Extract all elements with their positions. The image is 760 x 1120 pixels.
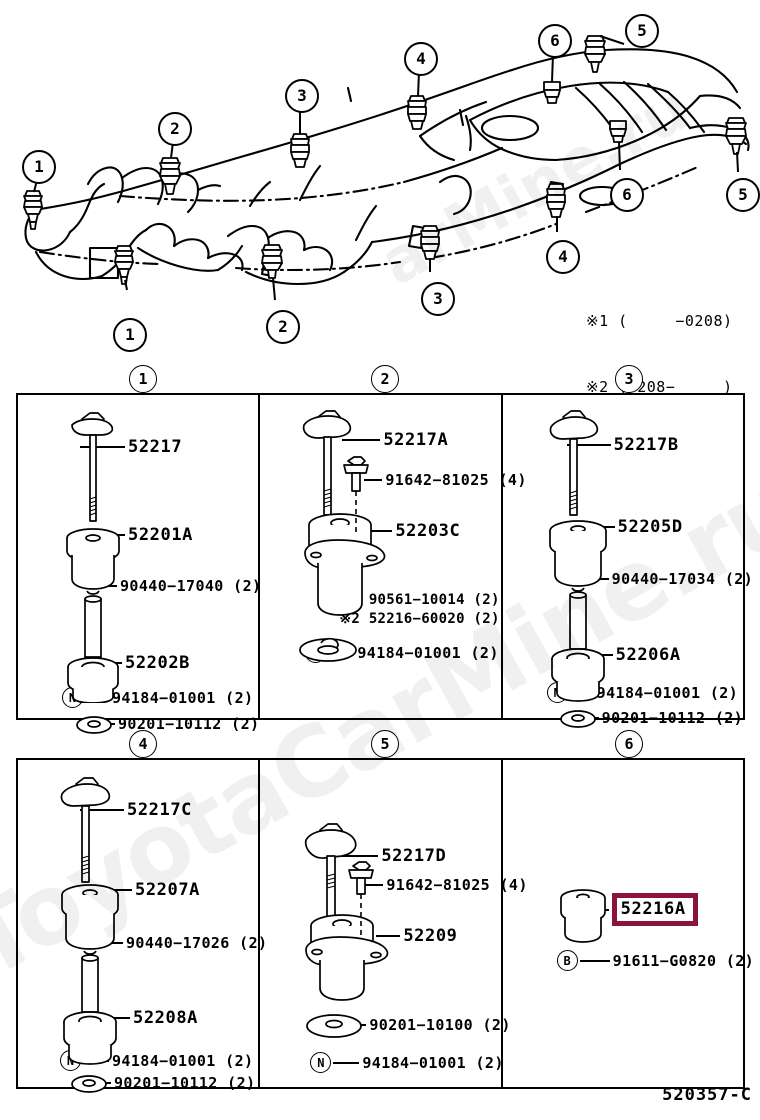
part-number: 90440−17026 (2): [126, 934, 268, 952]
part-number: 90201−10112 (2): [118, 715, 260, 733]
part-row: 52217B: [566, 435, 679, 455]
part-number: 52203C: [395, 521, 461, 541]
callout-6-lower: 6: [610, 178, 644, 212]
callout-4-lower: 4: [546, 240, 580, 274]
panel-5-exploded-drawing: [290, 816, 410, 1046]
panel-2-exploded-drawing: [288, 403, 408, 688]
callout-3-upper: 3: [285, 79, 319, 113]
part-number: 52201A: [128, 525, 194, 545]
production-date-notes: ※1 ( −0208) ※2 (0208− ): [586, 266, 733, 442]
callout-4-upper: 4: [404, 42, 438, 76]
part-number: 90201−10100 (2): [369, 1016, 511, 1034]
part-row: 91642−81025 (4): [365, 876, 527, 894]
callout-1-upper: 1: [22, 150, 56, 184]
panel-2: 52217A 91642−81025 (4) 52203C ※1 90561−1…: [260, 395, 526, 718]
panel-header-6: 6: [615, 730, 643, 758]
part-number: 94184−01001 (2): [357, 643, 499, 662]
parts-table-bottom: 52217C 52207A 90440−17026 (2) 52208A 902…: [16, 758, 754, 1093]
tag-b-icon: B: [556, 950, 578, 971]
part-number: 94184−01001 (2): [596, 683, 739, 702]
panel-1-exploded-drawing: [60, 403, 140, 703]
part-number-note-1: ※1 90561−10014 (2): [339, 592, 500, 608]
part-row: 52217C: [80, 800, 192, 820]
part-row: 52209: [376, 926, 457, 946]
part-number: 52205D: [617, 517, 683, 537]
parts-table-top: 52217 52201A 90440−17040 (2) 52202B 9020…: [16, 393, 753, 734]
part-row: 91642−81025 (4): [364, 471, 526, 489]
part-number: 52217: [128, 437, 183, 457]
highlighted-part-number: 52216A: [611, 893, 698, 926]
callout-6-upper: 6: [538, 24, 572, 58]
diagram-code: 520357-C: [662, 1085, 752, 1105]
part-number: 52209: [403, 926, 458, 946]
panel-5: 52217D 91642−81025 (4) 52209 90201−10100…: [260, 760, 527, 1087]
panel-6: 52216A B 91611−G0820 (2): [503, 760, 754, 1087]
part-number: 52217B: [613, 435, 679, 455]
part-number: 91642−81025 (4): [385, 471, 527, 489]
part-row: 52217D: [342, 846, 446, 866]
panel-header-5: 5: [371, 730, 399, 758]
part-number: 52206A: [615, 645, 681, 665]
part-number: 94184−01001 (2): [362, 1053, 504, 1072]
part-row: 52207A: [108, 880, 200, 900]
callout-5-lower: 5: [726, 178, 760, 212]
vehicle-frame-illustration: [0, 0, 760, 360]
callout-2-upper: 2: [158, 112, 192, 146]
part-number: 52217C: [127, 800, 193, 820]
alternate-part-numbers: ※1 90561−10014 (2) ※2 52216−60020 (2): [339, 591, 499, 629]
part-number: 52217A: [383, 430, 449, 450]
part-row: 52203C: [370, 521, 460, 541]
panel-header-4: 4: [129, 730, 157, 758]
panel-3-washer-drawing: [555, 707, 601, 731]
callout-3-lower: 3: [421, 282, 455, 316]
part-row: 52217A: [342, 430, 448, 450]
tag-n-icon: N: [310, 1052, 332, 1073]
note-2: ※2 (0208− ): [586, 378, 733, 396]
panel-1: 52217 52201A 90440−17040 (2) 52202B 9020…: [18, 395, 262, 734]
panel-1-washer-drawing: [71, 713, 117, 737]
part-number: 52207A: [135, 880, 201, 900]
panel-header-1: 1: [129, 365, 157, 393]
part-row: ※1 90561−10014 (2) ※2 52216−60020 (2): [324, 591, 499, 629]
part-number: 90440−17040 (2): [120, 577, 262, 595]
panel-4-exploded-drawing: [52, 770, 142, 1070]
note-1: ※1 ( −0208): [586, 312, 733, 330]
part-number: 90201−10112 (2): [114, 1074, 256, 1092]
panel-6-exploded-drawing: [547, 886, 619, 946]
part-number: 94184−01001 (2): [112, 1051, 254, 1070]
part-row: 52217: [80, 437, 182, 457]
part-number: 52202B: [125, 653, 191, 673]
part-row: N 94184−01001 (2): [310, 1052, 503, 1073]
callout-2-lower: 2: [266, 310, 300, 344]
part-number: 90201−10112 (2): [601, 709, 744, 727]
part-number: 91642−81025 (4): [386, 876, 528, 894]
part-row: B 91611−G0820 (2): [556, 950, 755, 971]
part-number: 94184−01001 (2): [112, 688, 254, 707]
panel-header-3: 3: [615, 365, 643, 393]
panel-3: 52217B 52205D 90440−17034 (2) 52206A 902…: [503, 395, 753, 728]
part-number: 91611−G0820 (2): [612, 951, 755, 970]
part-number: 52217D: [381, 846, 447, 866]
part-number: 52208A: [133, 1008, 199, 1028]
callout-5-upper: 5: [625, 14, 659, 48]
part-number: 90440−17034 (2): [611, 570, 754, 588]
part-row-highlighted: 52216A: [598, 893, 698, 926]
panel-4: 52217C 52207A 90440−17026 (2) 52208A 902…: [18, 760, 267, 1093]
part-number-note-2: ※2 52216−60020 (2): [339, 611, 500, 627]
part-row: 90201−10112 (2): [87, 1074, 255, 1092]
panel-4-washer-drawing: [66, 1072, 112, 1096]
panel-3-exploded-drawing: [541, 403, 631, 703]
callout-1-lower: 1: [113, 318, 147, 352]
panel-header-2: 2: [371, 365, 399, 393]
part-row: 52208A: [106, 1008, 198, 1028]
